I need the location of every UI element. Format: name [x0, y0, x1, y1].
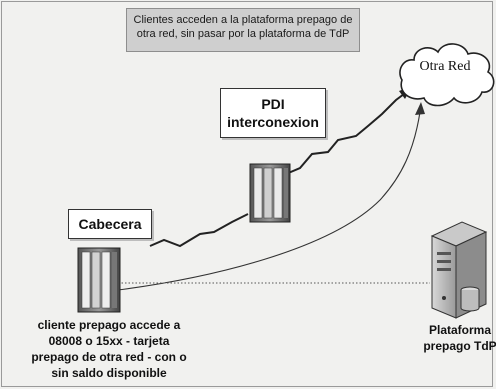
pdi-sublabel: interconexion: [227, 114, 319, 130]
caption-line-1: Clientes acceden a la plataforma prepago…: [133, 14, 353, 26]
link-cabecera-pdi: [149, 213, 249, 248]
cliente-line-2: 08008 o 15xx - tarjeta: [48, 334, 170, 348]
cabecera-label: Cabecera: [78, 216, 142, 232]
caption-box: Clientes acceden a la plataforma prepago…: [126, 8, 360, 52]
cloud-icon: [399, 43, 495, 107]
cabecera-box: Cabecera: [68, 209, 152, 239]
pdi-label: PDI: [261, 96, 285, 112]
cliente-line-1: cliente prepago accede a: [37, 318, 181, 332]
cabecera-rack-icon: [77, 247, 121, 313]
plataforma-line-2: prepago TdP: [423, 339, 496, 353]
plataforma-line-1: Plataforma: [428, 323, 492, 337]
link-pdi-otra-red: [285, 93, 405, 175]
caption-line-2: otra red, sin pasar por la plataforma de…: [136, 28, 350, 40]
otra-red-label: Otra Red: [419, 59, 471, 74]
cliente-description: cliente prepago accede a 08008 o 15xx - …: [4, 317, 214, 381]
database-icon: [460, 286, 480, 312]
cliente-line-3: prepago de otra red - con o: [31, 350, 187, 364]
pdi-box: PDI interconexion: [220, 88, 326, 138]
plataforma-label: Plataforma prepago TdP: [410, 322, 496, 354]
cliente-line-4: sin saldo disponible: [51, 366, 167, 380]
link-direct-otra-red: [117, 111, 421, 291]
arrowhead-direct-icon: [415, 102, 425, 115]
pdi-rack-icon: [249, 163, 291, 223]
